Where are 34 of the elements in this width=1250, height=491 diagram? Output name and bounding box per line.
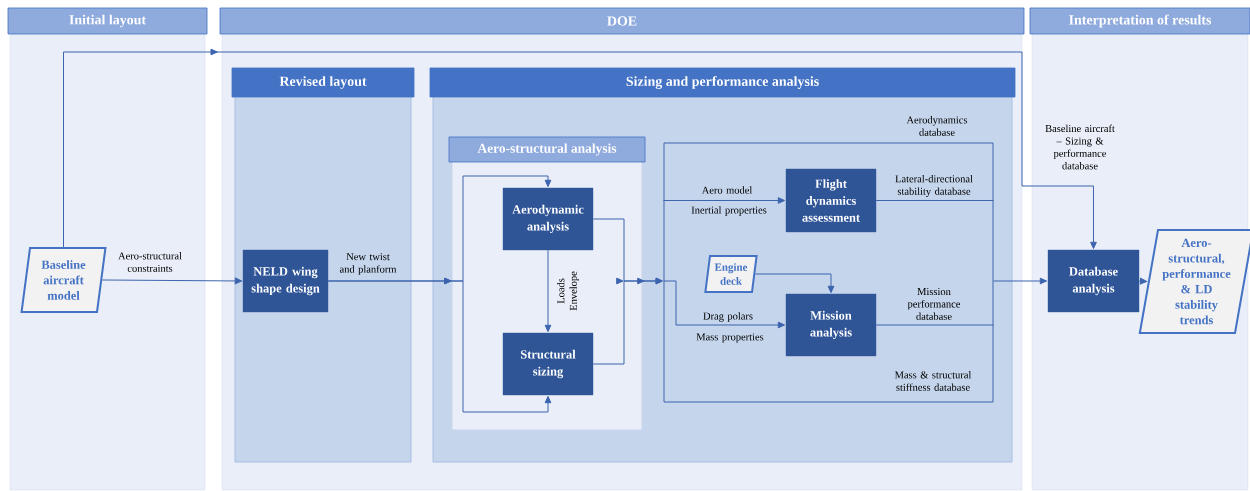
edge-label: Baseline aircraft – Sizing & performance database — [1045, 124, 1115, 170]
edge-label: Lateral-directional stability database — [895, 175, 973, 197]
process-box: Structural sizing — [502, 332, 594, 396]
annotation-text: Inertial properties — [691, 206, 767, 216]
data-parallelogram: Engine deck — [704, 255, 758, 293]
arrow — [1138, 277, 1148, 285]
connector-line — [875, 200, 994, 201]
edge-label: Aero model — [701, 186, 753, 194]
annotation-text: Mass & structural stiffness database — [894, 371, 972, 391]
arrow — [63, 48, 1097, 250]
arrow — [544, 249, 552, 333]
edge-label: Mission performance database — [907, 288, 961, 320]
annotation-text: Mass properties — [696, 333, 764, 343]
arrow — [663, 197, 786, 204]
arrow — [101, 277, 243, 285]
process-box: NELD wing shape design — [242, 249, 329, 313]
arrow — [754, 273, 835, 294]
edge-label: New twist and planform — [339, 253, 397, 275]
annotation-text: Aerodynamics database — [906, 116, 968, 136]
arrow — [663, 280, 786, 329]
arrow — [327, 277, 552, 413]
edge-label: Drag polars — [703, 312, 753, 322]
arrow — [993, 277, 1048, 285]
data-parallelogram: Aero-structural, performance & LD stability trends — [1138, 229, 1250, 334]
connector-line — [875, 324, 994, 326]
process-box: Aerodynamic analysis — [502, 187, 594, 251]
arrow — [592, 277, 663, 365]
process-box: Database analysis — [1047, 249, 1140, 313]
edge-label: Aero-structural constraints — [118, 252, 182, 272]
process-box: Mission analysis — [785, 293, 877, 357]
data-parallelogram: Baseline aircraft model — [20, 247, 107, 313]
process-box: Flight dynamics assessment — [785, 168, 877, 233]
edge-label: Loads Envelope — [557, 271, 579, 311]
grouping-frame — [663, 142, 994, 403]
